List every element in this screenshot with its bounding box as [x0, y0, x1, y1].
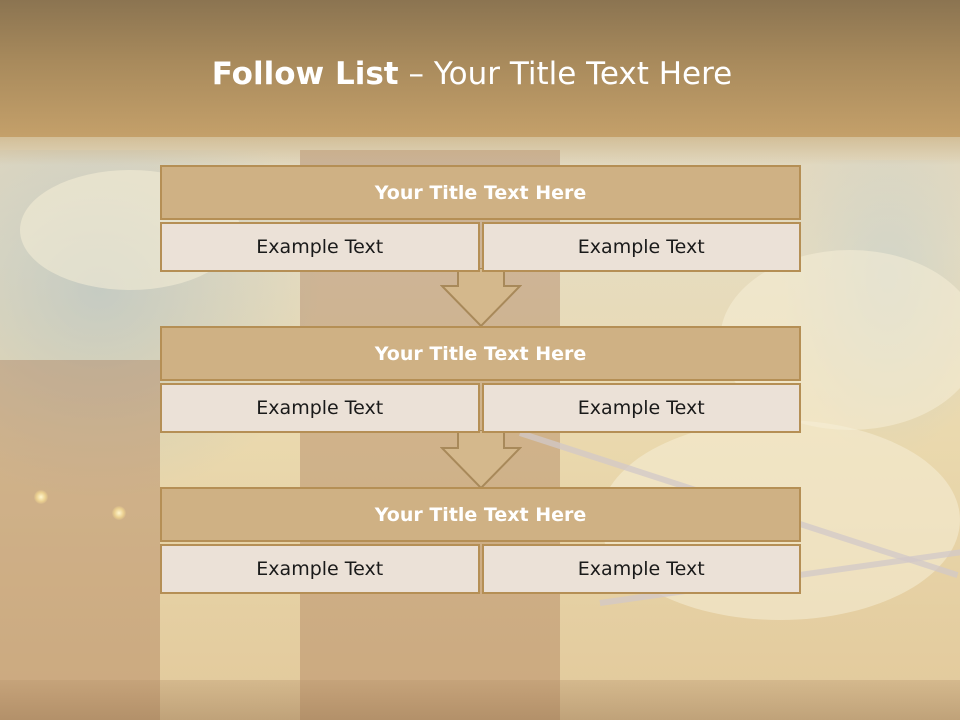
down-arrow-icon [440, 430, 522, 490]
flow-block-title: Your Title Text Here [160, 165, 801, 220]
flow-block-cell: Example Text [481, 544, 801, 594]
slide-title-rest: – Your Title Text Here [408, 56, 733, 92]
flow-block-cell: Example Text [481, 383, 801, 433]
flow-block-title: Your Title Text Here [160, 487, 801, 542]
flow-block-row: Example Text Example Text [160, 222, 801, 272]
background-lamp [34, 490, 48, 504]
flow-block-title: Your Title Text Here [160, 326, 801, 381]
background-tower-left [0, 360, 160, 720]
header-shadow [0, 137, 960, 165]
flow-block-2: Your Title Text Here Example Text Exampl… [160, 326, 801, 433]
flow-block-cell: Example Text [160, 222, 480, 272]
background-bridge-deck [0, 680, 960, 720]
flow-block-row: Example Text Example Text [160, 544, 801, 594]
slide-title: Follow List – Your Title Text Here [0, 56, 944, 92]
flow-block-row: Example Text Example Text [160, 383, 801, 433]
background-lamp [112, 506, 126, 520]
flow-block-3: Your Title Text Here Example Text Exampl… [160, 487, 801, 594]
slide-title-bold: Follow List [211, 56, 399, 92]
flow-block-cell: Example Text [160, 383, 480, 433]
flow-block-1: Your Title Text Here Example Text Exampl… [160, 165, 801, 272]
header-band [0, 0, 960, 137]
flow-block-cell: Example Text [481, 222, 801, 272]
flow-block-cell: Example Text [160, 544, 480, 594]
down-arrow-icon [440, 268, 522, 328]
